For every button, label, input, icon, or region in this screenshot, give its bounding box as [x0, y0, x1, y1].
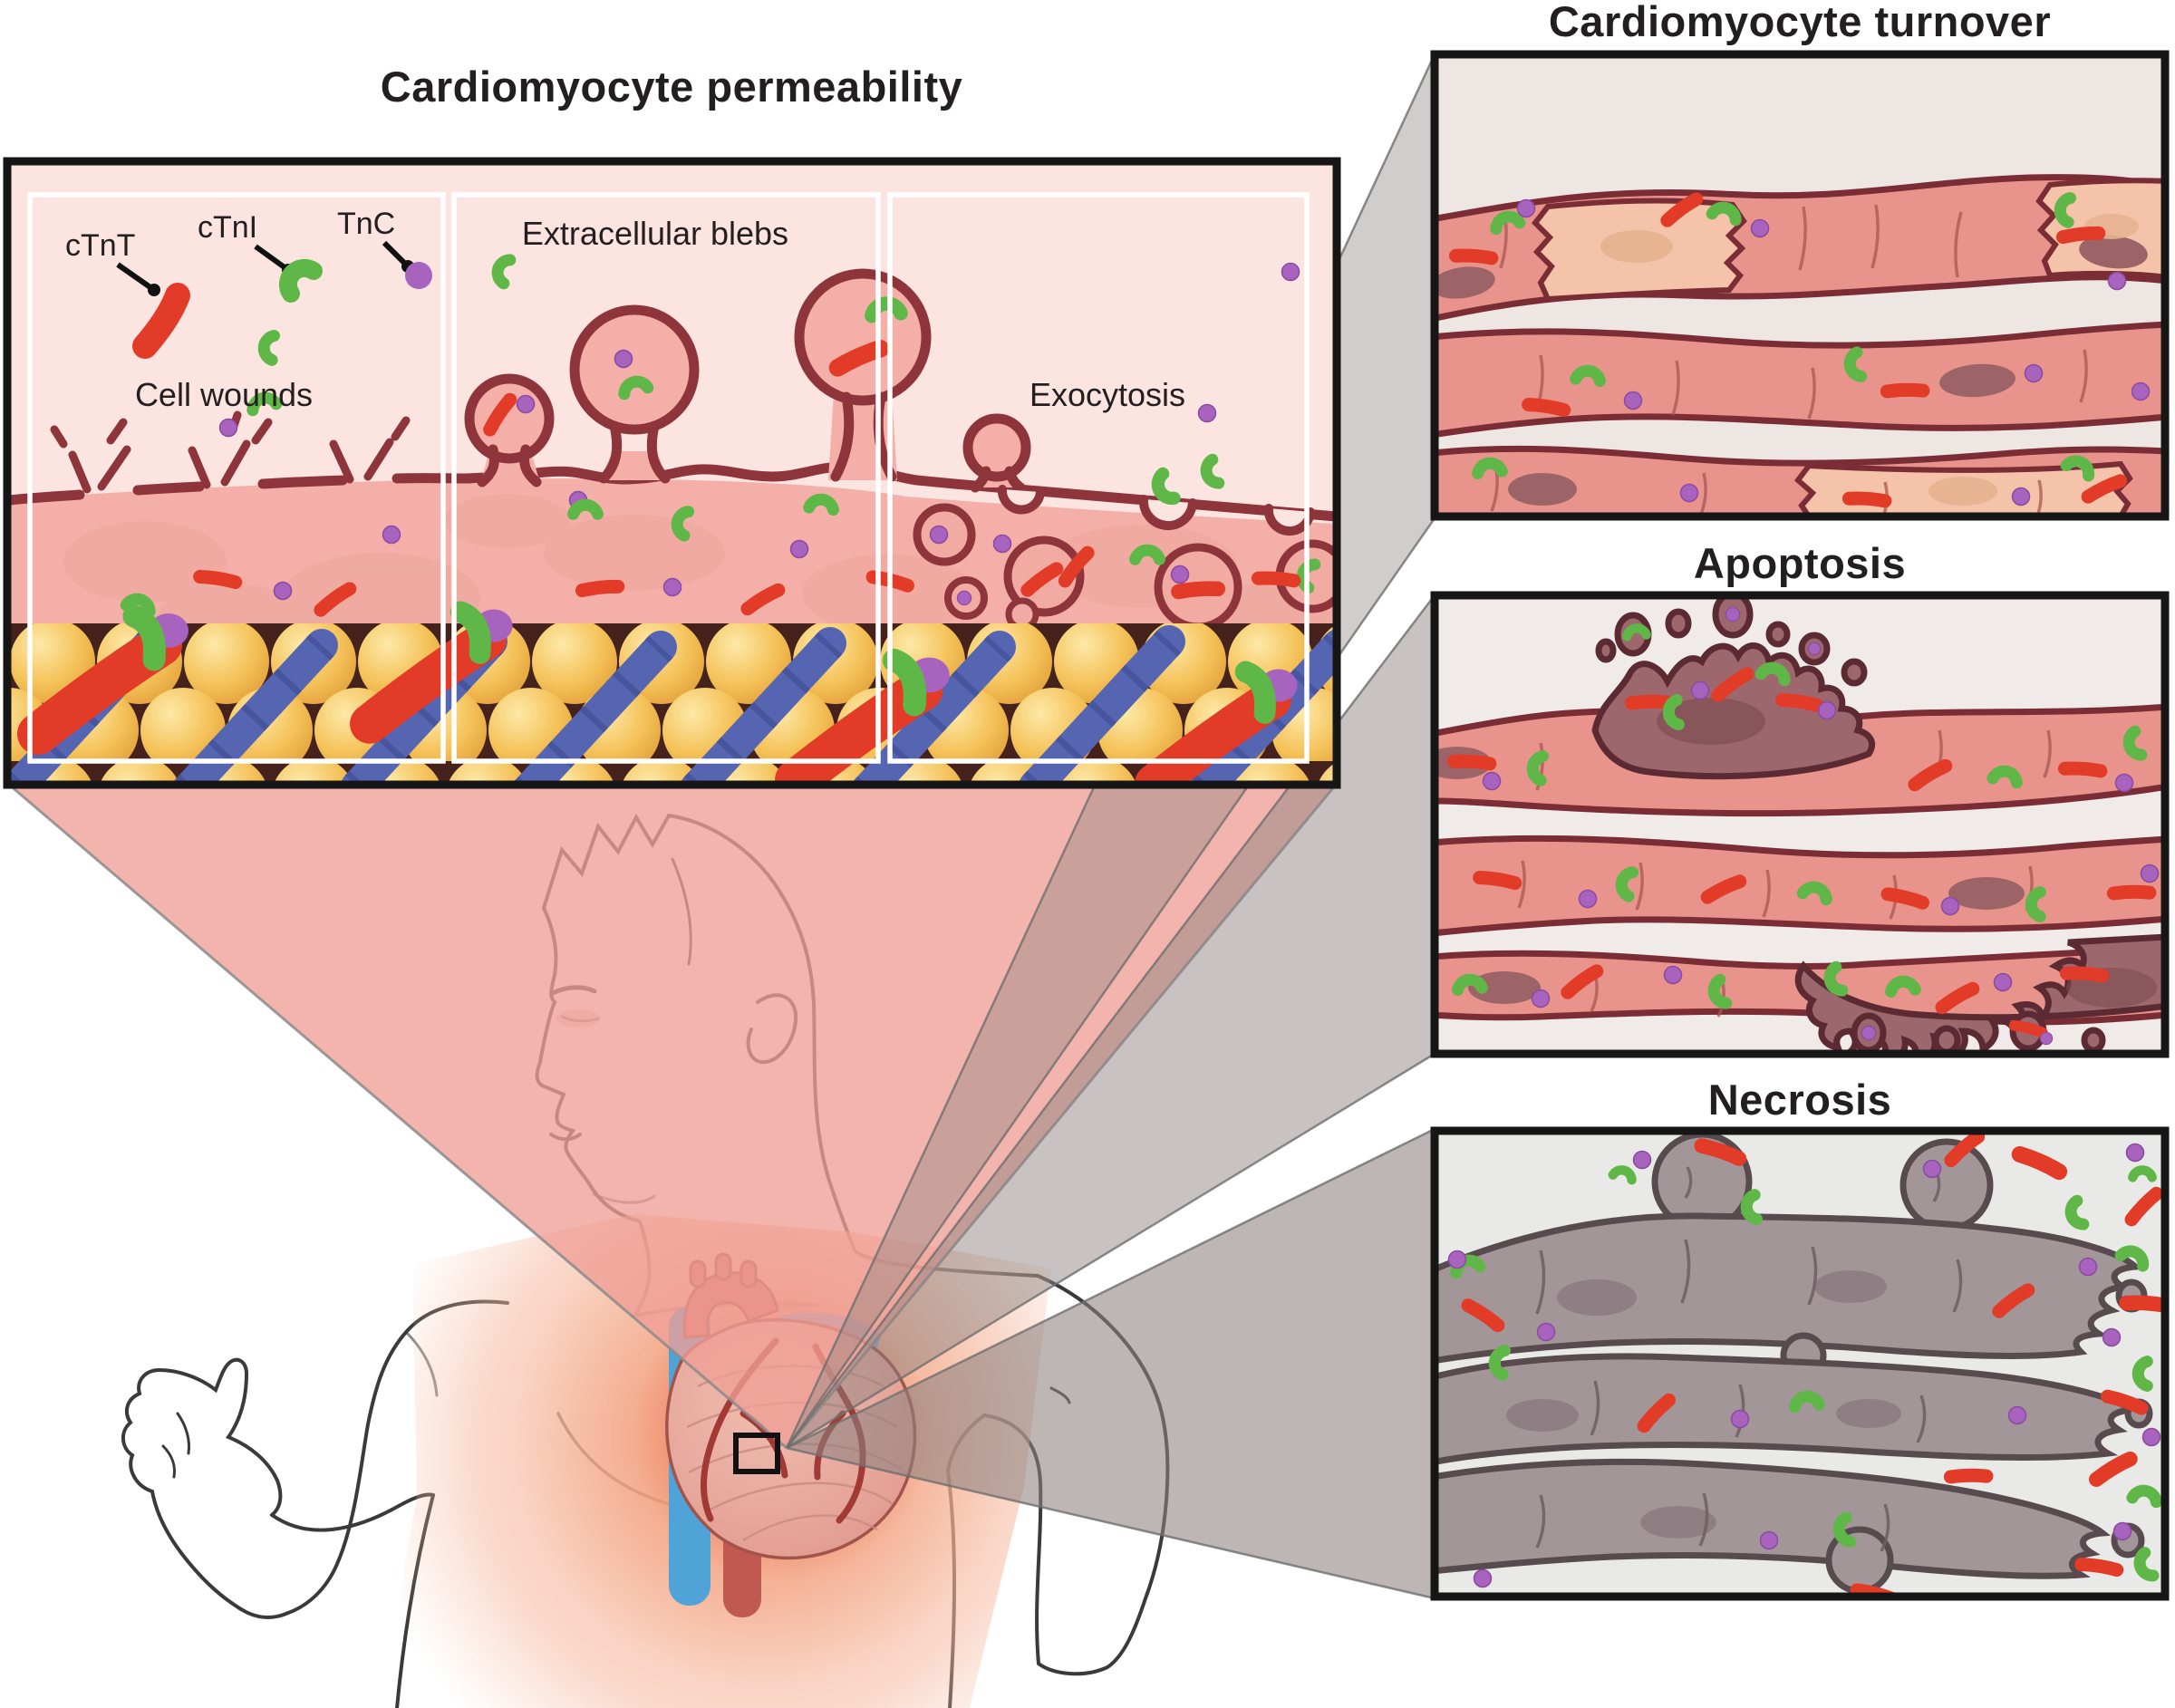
legend-label-ctnt: cTnT [65, 228, 135, 263]
exocytosis-pits [997, 485, 1315, 536]
left-arm-outline [150, 1299, 509, 1619]
panel-necrosis [1430, 1126, 2170, 1601]
zoom-square-marker [733, 1433, 780, 1474]
wound-spikes [50, 410, 411, 494]
main-panel: cTnT cTnI TnC Cell wounds Extracellular … [3, 157, 1341, 789]
finger-lines [161, 1412, 190, 1479]
legend-label-ctni: cTnI [198, 210, 257, 245]
turnover-panel-title: Cardiomyocyte turnover [1549, 0, 2051, 45]
turnover-nuclei [1438, 214, 2148, 506]
necrotic-fibers [1438, 1134, 2153, 1593]
legend-purple-dot-icon [405, 262, 432, 289]
zoom-cone-pink [8, 783, 1338, 1450]
sarcomere-band [11, 610, 1334, 781]
main-panel-border [3, 157, 1341, 789]
legend: cTnT cTnI TnC [65, 207, 432, 359]
section-label-exocytosis: Exocytosis [1030, 376, 1185, 413]
necrosis-nuclei [1506, 1270, 1901, 1539]
exocytosis-vesicles [913, 503, 1334, 632]
section-frames [27, 192, 1310, 764]
legend-red-rod-icon [132, 283, 190, 359]
panel-apoptosis [1430, 591, 2170, 1058]
turnover-panel-border [1430, 50, 2170, 521]
necrosis-panel-title: Necrosis [1708, 1076, 1892, 1124]
necrosis-panel-border [1430, 1126, 2170, 1601]
panel-cardiomyocyte-turnover [1430, 50, 2170, 521]
apoptosis-panel-title: Apoptosis [1694, 539, 1906, 587]
apoptosis-panel-border [1430, 591, 2170, 1058]
legend-green-bean-icon [278, 258, 323, 303]
section-label-cell-wounds: Cell wounds [135, 376, 313, 413]
left-hand-outline [121, 1357, 283, 1517]
main-panel-title: Cardiomyocyte permeability [381, 63, 963, 111]
section-label-extracellular-blebs: Extracellular blebs [522, 215, 788, 252]
zoom-cone-necrosis [786, 1127, 1436, 1600]
legend-label-tnc: TnC [337, 207, 395, 241]
